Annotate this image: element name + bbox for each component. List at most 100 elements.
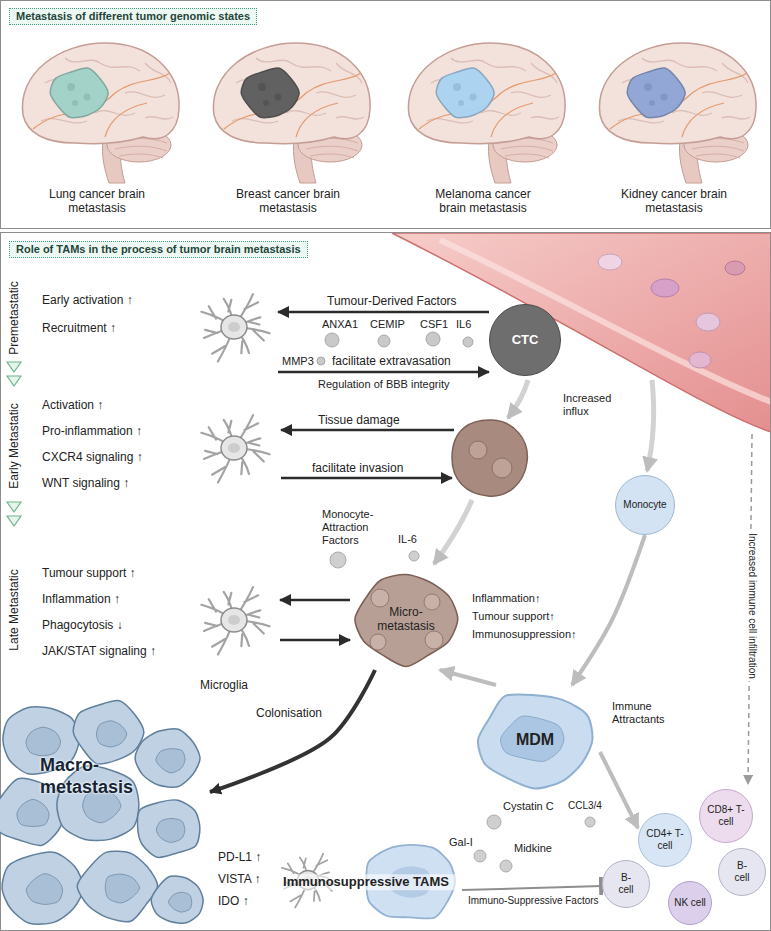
brain-gyrus — [41, 119, 87, 123]
annotation-label: CCL3/4 — [566, 800, 604, 812]
brain-gyrus — [100, 63, 140, 71]
microglia-process — [308, 854, 327, 880]
phase-triangle — [7, 502, 21, 512]
panel-section: Role of TAMs in the process of tumor bra… — [0, 232, 771, 931]
brain-gyrus — [65, 58, 100, 63]
connector-arrow — [280, 599, 350, 602]
brain-stem — [102, 139, 125, 183]
node-text: CXCR4 signaling ↑ — [42, 450, 143, 464]
cerebellum — [107, 128, 171, 162]
cell-drawing — [38, 392, 278, 504]
tumour-cell — [73, 700, 144, 763]
connector-label: Immune Attractants — [610, 700, 682, 726]
tumour-cell — [258, 83, 266, 91]
microglia-process — [234, 294, 258, 327]
microglia-body — [221, 436, 247, 460]
tumour-cell — [661, 94, 668, 101]
factor-dot — [317, 357, 325, 365]
cell-drawing — [391, 33, 575, 183]
tumour-cell — [275, 94, 282, 101]
factor-dot — [426, 332, 440, 346]
cell-circle: NK cell — [668, 881, 712, 925]
tumour-cell — [67, 83, 75, 91]
node-text: WNT signaling ↑ — [42, 476, 129, 490]
brain-gyrus — [256, 58, 291, 63]
brain-illustration: Breast cancer brain metastasis — [196, 33, 380, 223]
node-text: Immunosuppressive TAMS — [272, 874, 460, 890]
node-text: Macro- metastasis — [40, 755, 152, 798]
cerebellum-fold — [501, 146, 553, 151]
cerebrum — [599, 43, 756, 144]
drawing-group — [201, 415, 269, 482]
drawing-group — [408, 43, 565, 183]
macrophage-nucleus — [501, 716, 564, 761]
connector-arrow — [280, 639, 350, 642]
connector-label: facilitate extravasation — [330, 354, 453, 368]
brain-gyrus — [531, 63, 557, 83]
cell-drawing — [350, 568, 462, 670]
microglia-process — [308, 880, 320, 901]
factor-dot — [585, 817, 595, 827]
phase-triangle — [7, 376, 21, 386]
brain-gyrus — [481, 111, 521, 116]
microglia-process — [234, 620, 269, 634]
tumour-cell — [263, 100, 269, 106]
drawing-group — [22, 43, 179, 183]
node-text: Recruitment ↑ — [42, 321, 116, 335]
microglia-process — [224, 299, 234, 327]
annotation-label: IL6 — [456, 318, 471, 331]
drawing-group — [0, 700, 203, 924]
microglia-process — [234, 317, 260, 327]
microglia-process — [201, 306, 234, 327]
brain-gyrus — [336, 117, 364, 119]
tumour-cell — [492, 458, 512, 478]
tumour-cell — [453, 83, 461, 91]
microglia-process — [234, 327, 249, 353]
connector-arrow — [572, 535, 645, 685]
tumour-nucleus — [83, 790, 121, 822]
brain-vessel — [105, 103, 147, 137]
microglia-nucleus — [228, 615, 240, 625]
node-text: CD8+ T-cell — [704, 804, 748, 828]
drawing-group — [282, 845, 455, 919]
brain-gyrus — [125, 92, 165, 97]
microglia-process — [204, 448, 234, 459]
panel-heading: Metastasis of different tumor genomic st… — [9, 8, 257, 25]
brain-illustration: Kidney cancer brain metastasis — [582, 33, 766, 223]
microglia-nucleus — [228, 443, 240, 453]
annotation-label: ANXA1 — [322, 318, 358, 331]
microglia-body — [221, 315, 247, 339]
microglia-process — [234, 448, 249, 474]
microglia-process — [201, 599, 234, 620]
annotation-label: Monocyte- Attraction Factors — [322, 508, 388, 548]
tumour-cell — [135, 729, 200, 787]
factor-dot — [409, 551, 419, 561]
microglia-process — [204, 327, 234, 338]
macrophage-cell: MDM — [470, 685, 600, 795]
brain-gyrus — [486, 63, 526, 71]
microglia-process — [234, 448, 269, 462]
node-text: B- cell — [613, 872, 639, 896]
cerebellum-fold — [119, 154, 163, 158]
connector-label: Immuno-Suppressive Factors — [466, 895, 601, 907]
tumour-nucleus — [26, 727, 61, 756]
factor-dot — [474, 850, 486, 862]
brain-gyrus — [677, 63, 717, 71]
annotation-label: Immunosuppression↑ — [472, 628, 577, 641]
tumour-blob: Micro- metastasis — [350, 568, 462, 670]
microglia-process — [300, 857, 308, 880]
annotation-label: Early Metastatic — [7, 403, 21, 488]
tumour-cell — [151, 876, 203, 923]
blood-cell — [696, 313, 720, 331]
brain-gyrus — [618, 119, 664, 123]
annotation-label: Late Metastatic — [7, 569, 21, 650]
signal-arrow — [281, 429, 454, 432]
brain-gyrus — [95, 111, 135, 116]
tumour-nucleus — [156, 749, 185, 773]
tumour-cell — [425, 631, 443, 649]
cell-drawing — [0, 700, 210, 931]
tumour-cell — [371, 589, 389, 607]
annotation-label: CEMIP — [370, 318, 405, 331]
